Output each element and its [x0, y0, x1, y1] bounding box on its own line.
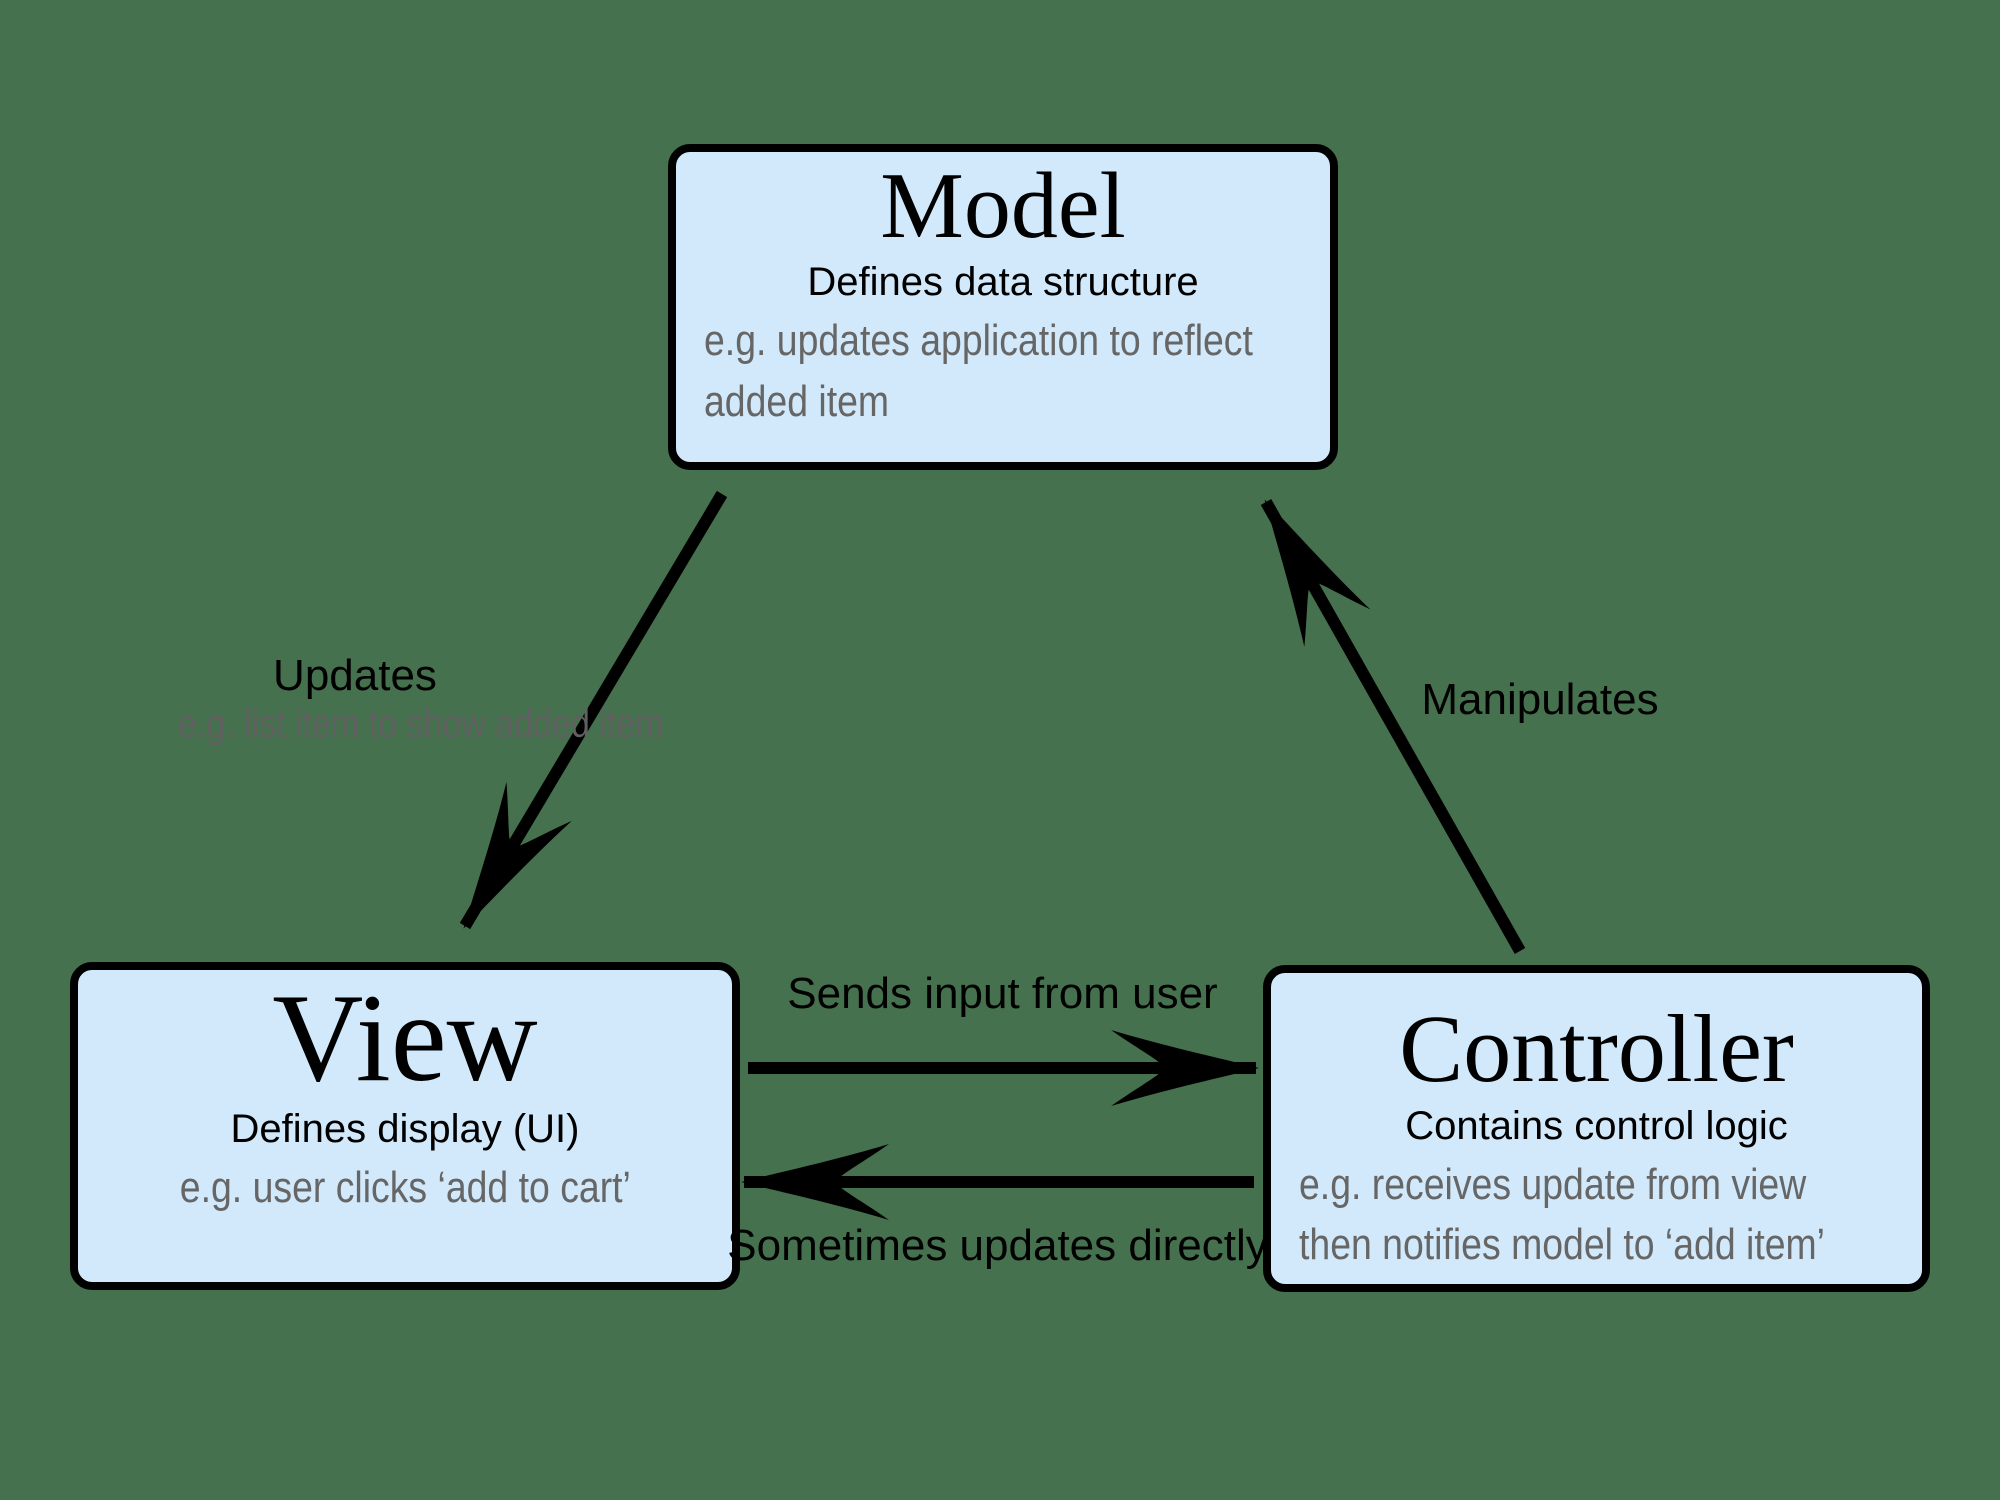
model-example: e.g. updates application to reflect adde…: [676, 311, 1330, 432]
controller-example: e.g. receives update from view then noti…: [1271, 1155, 1922, 1276]
model-example-line-1: e.g. updates application to reflect: [704, 316, 1253, 366]
view-example-line-1: e.g. user clicks ‘add to cart’: [179, 1163, 631, 1212]
model-subtitle: Defines data structure: [807, 260, 1199, 305]
controller-title: Controller: [1399, 995, 1794, 1102]
updates-arrow-sublabel: e.g. list item to show added item: [135, 702, 664, 746]
manipulates-arrow: [1260, 499, 1526, 954]
controller-example-line-2: then notifies model to ‘add item’: [1299, 1220, 1825, 1270]
controller-box: Controller Contains control logic e.g. r…: [1263, 965, 1930, 1292]
controller-example-line-1: e.g. receives update from view: [1299, 1159, 1807, 1209]
view-example: e.g. user clicks ‘add to cart’: [78, 1158, 732, 1219]
controller-subtitle: Contains control logic: [1405, 1103, 1788, 1148]
sends-input-arrow-label: Sends input from user: [787, 969, 1218, 1018]
updates-arrow-sublabel-text: e.g. list item to show added item: [177, 702, 664, 746]
model-example-line-2: added item: [704, 376, 890, 426]
sometimes-updates-arrow-label: Sometimes updates directly: [727, 1221, 1268, 1270]
view-subtitle: Defines display (UI): [230, 1107, 580, 1151]
view-title: View: [272, 969, 538, 1108]
updates-arrow-label: Updates: [273, 651, 437, 700]
updates-arrow: [459, 490, 728, 930]
view-box: View Defines display (UI) e.g. user clic…: [70, 962, 740, 1290]
manipulates-arrow-label: Manipulates: [1421, 675, 1659, 724]
model-box: Model Defines data structure e.g. update…: [668, 144, 1338, 470]
model-title: Model: [880, 154, 1126, 258]
